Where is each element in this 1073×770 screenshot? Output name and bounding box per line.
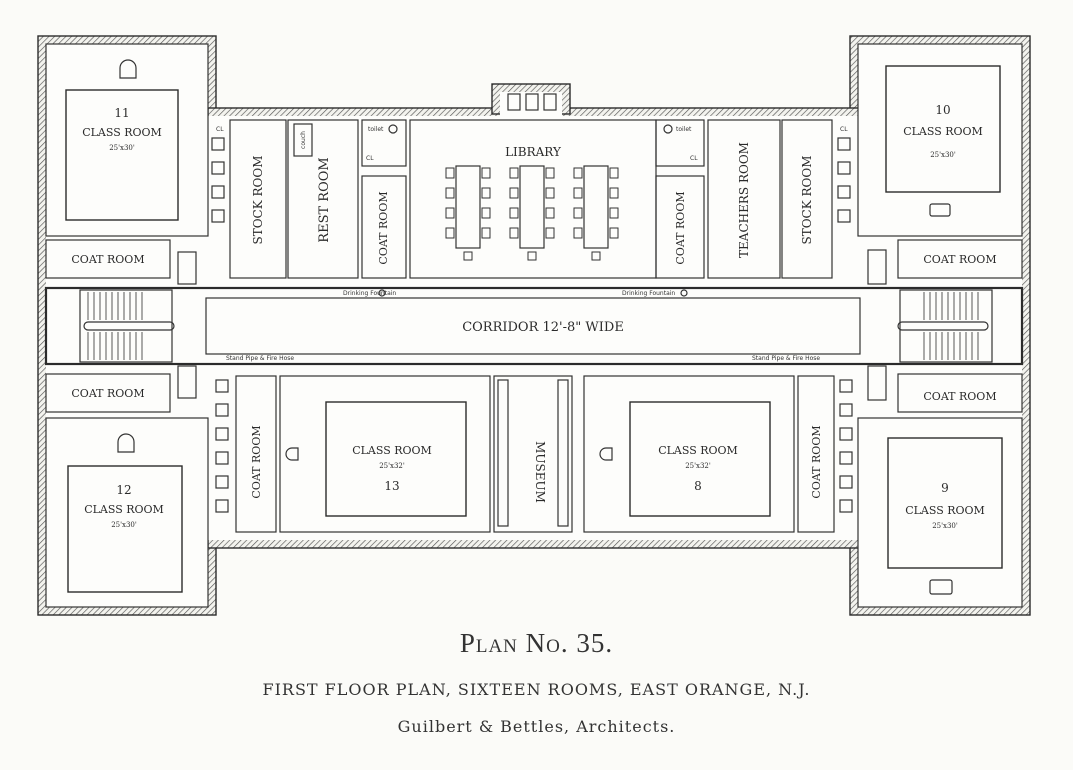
rest-room: REST ROOM	[317, 157, 332, 242]
coat-room-bottom-center-left: COAT ROOM	[250, 425, 263, 498]
coat-room-top-left: COAT ROOM	[71, 253, 144, 266]
stock-room-right: STOCK ROOM	[800, 155, 814, 244]
coat-room-center-right: COAT ROOM	[674, 191, 687, 264]
room-11-name: CLASS ROOM	[82, 126, 162, 139]
closet-top-left: CL	[216, 126, 224, 133]
corridor-label: CORRIDOR 12'-8" WIDE	[462, 320, 624, 335]
standpipe-left: Stand Pipe & Fire Hose	[226, 355, 294, 362]
toilet-left: toilet	[368, 126, 384, 133]
stairs-right	[897, 289, 993, 363]
floor-plan: CORRIDOR 12'-8" WIDE Drinking Fountain D…	[37, 35, 1031, 616]
room-9-size: 25'x30'	[932, 522, 958, 530]
room-12-number: 12	[116, 483, 131, 497]
corridor: CORRIDOR 12'-8" WIDE Drinking Fountain D…	[44, 286, 1024, 366]
room-11-size: 25'x30'	[109, 144, 135, 152]
drinking-fountain-left: Drinking Fountain	[343, 290, 396, 297]
room-8-size: 25'x32'	[685, 462, 711, 470]
top-center-rooms: STOCK ROOM couch REST ROOM toilet CL COA…	[216, 119, 848, 279]
closet-top-right: CL	[840, 126, 848, 133]
plan-title: Plan No. 35.	[459, 628, 614, 658]
classroom-12: 12 CLASS ROOM 25'x30'	[45, 417, 209, 608]
library-label: LIBRARY	[505, 145, 562, 159]
room-8-name: CLASS ROOM	[658, 444, 738, 457]
bottom-center-rooms: COAT ROOM CLASS ROOM 25'x32' 13 MUSEUM C…	[235, 375, 835, 533]
window-piers	[211, 137, 853, 513]
standpipe-right: Stand Pipe & Fire Hose	[752, 355, 820, 362]
couch-label: couch	[300, 131, 307, 149]
stock-room-left: STOCK ROOM	[251, 155, 265, 244]
room-10-size: 25'x30'	[930, 151, 956, 159]
coat-room-bottom-right: COAT ROOM	[923, 390, 996, 403]
closet-left-1: CL	[366, 155, 374, 162]
room-12-size: 25'x30'	[111, 521, 137, 529]
coat-room-top-right: COAT ROOM	[923, 253, 996, 266]
drinking-fountain-right: Drinking Fountain	[622, 290, 675, 297]
classroom-11: 11 CLASS ROOM 25'x30'	[45, 43, 209, 237]
room-13-size: 25'x32'	[379, 462, 405, 470]
library-tables	[445, 165, 619, 261]
coat-room-bottom-center-right: COAT ROOM	[810, 425, 823, 498]
teachers-room: TEACHERS ROOM	[737, 142, 751, 258]
room-9-number: 9	[941, 481, 949, 495]
coat-room-center-left: COAT ROOM	[377, 191, 390, 264]
room-8-number: 8	[694, 479, 702, 493]
coat-room-bottom-left: COAT ROOM	[71, 387, 144, 400]
room-11-number: 11	[114, 106, 129, 120]
plan-subtitle: FIRST FLOOR PLAN, SIXTEEN ROOMS, EAST OR…	[262, 680, 811, 699]
stairs-left	[79, 289, 175, 363]
plan-architects: Guilbert & Bettles, Architects.	[397, 717, 676, 736]
room-10-number: 10	[935, 103, 950, 117]
toilet-right: toilet	[676, 126, 692, 133]
room-13-number: 13	[384, 479, 399, 493]
coat-rooms-wings: COAT ROOM COAT ROOM COAT ROOM COAT ROOM	[45, 239, 1023, 413]
closet-right-1: CL	[690, 155, 698, 162]
room-10-name: CLASS ROOM	[903, 125, 983, 138]
classroom-10: 10 CLASS ROOM 25'x30'	[857, 43, 1023, 237]
room-12-name: CLASS ROOM	[84, 503, 164, 516]
classroom-9: 9 CLASS ROOM 25'x30'	[857, 417, 1023, 608]
museum-label: MUSEUM	[533, 441, 547, 503]
room-13-name: CLASS ROOM	[352, 444, 432, 457]
room-9-name: CLASS ROOM	[905, 504, 985, 517]
